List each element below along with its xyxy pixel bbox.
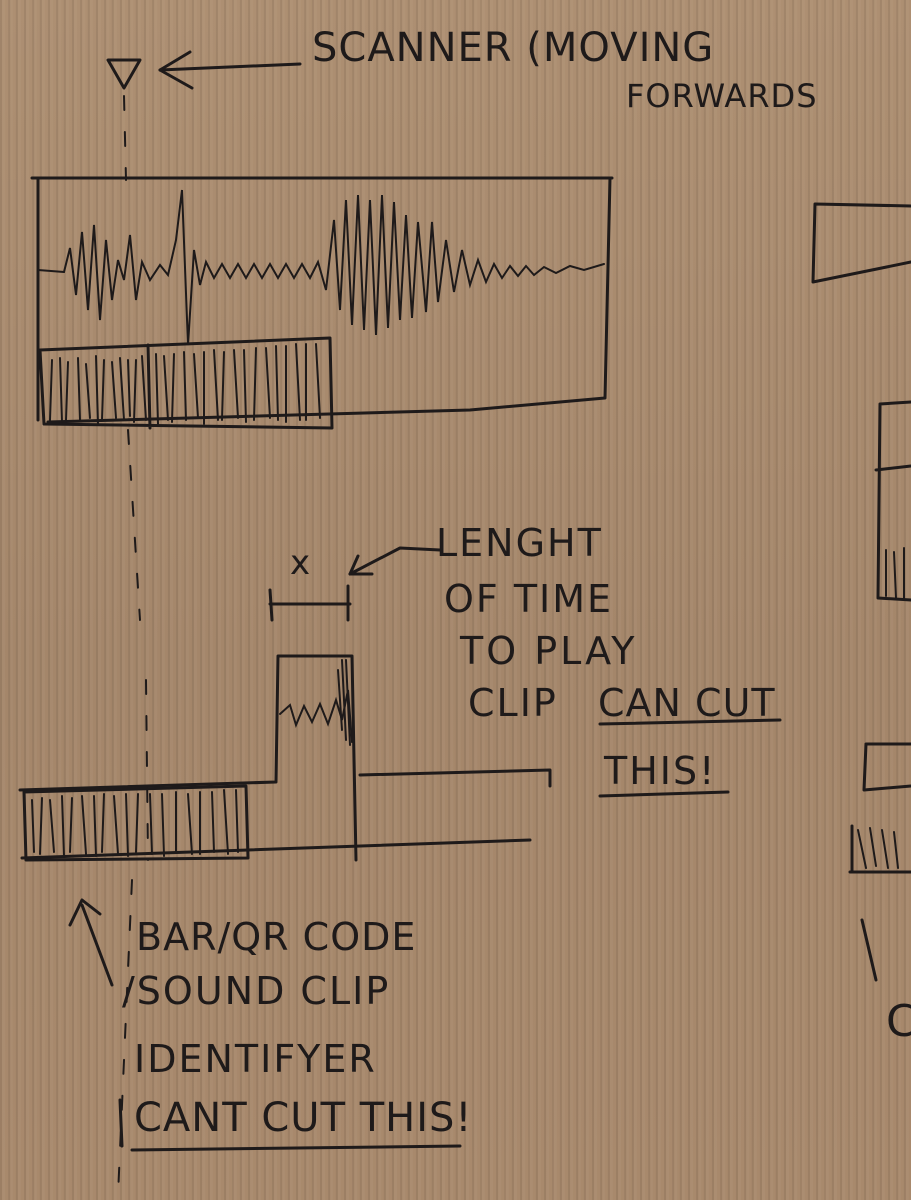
code-label-line1: BAR/QR CODE: [136, 915, 417, 959]
scanner-label-line1: SCANNER (MOVING: [312, 25, 715, 71]
bottom-barcode-strip: [22, 784, 250, 862]
edge-letter: C: [886, 996, 911, 1047]
length-bracket: [268, 584, 352, 622]
length-arrow-icon: [348, 546, 442, 576]
length-label-line1: LENGHT: [436, 521, 603, 565]
length-label-line3: TO PLAY: [460, 629, 638, 673]
top-barcode-strip: [38, 336, 334, 430]
edge-sketches: [811, 202, 911, 982]
length-label-line5: THIS!: [604, 749, 717, 793]
bottom-sound-card: [18, 654, 552, 862]
length-label-line2: OF TIME: [444, 577, 614, 621]
top-waveform: [63, 189, 605, 346]
length-label-line4b: CAN CUT: [598, 681, 776, 725]
cut-this-underline: [598, 718, 782, 798]
length-label-line4a: CLIP: [468, 681, 558, 725]
top-sound-card: [30, 176, 614, 430]
scanner-triangle-icon: [106, 58, 142, 90]
cant-cut-underline: [130, 1144, 462, 1152]
code-arrow-icon: [68, 898, 114, 987]
scanner-arrow-icon: [158, 50, 302, 90]
code-label-line3: IDENTIFYER: [134, 1037, 377, 1081]
scanner-dashed-line: [117, 95, 149, 1196]
code-label-line2: /SOUND CLIP: [122, 969, 391, 1013]
scanner-label-line2: FORWARDS: [626, 77, 818, 115]
code-label-line4: CANT CUT THIS!: [134, 1095, 473, 1141]
length-symbol-x: x: [290, 543, 311, 583]
